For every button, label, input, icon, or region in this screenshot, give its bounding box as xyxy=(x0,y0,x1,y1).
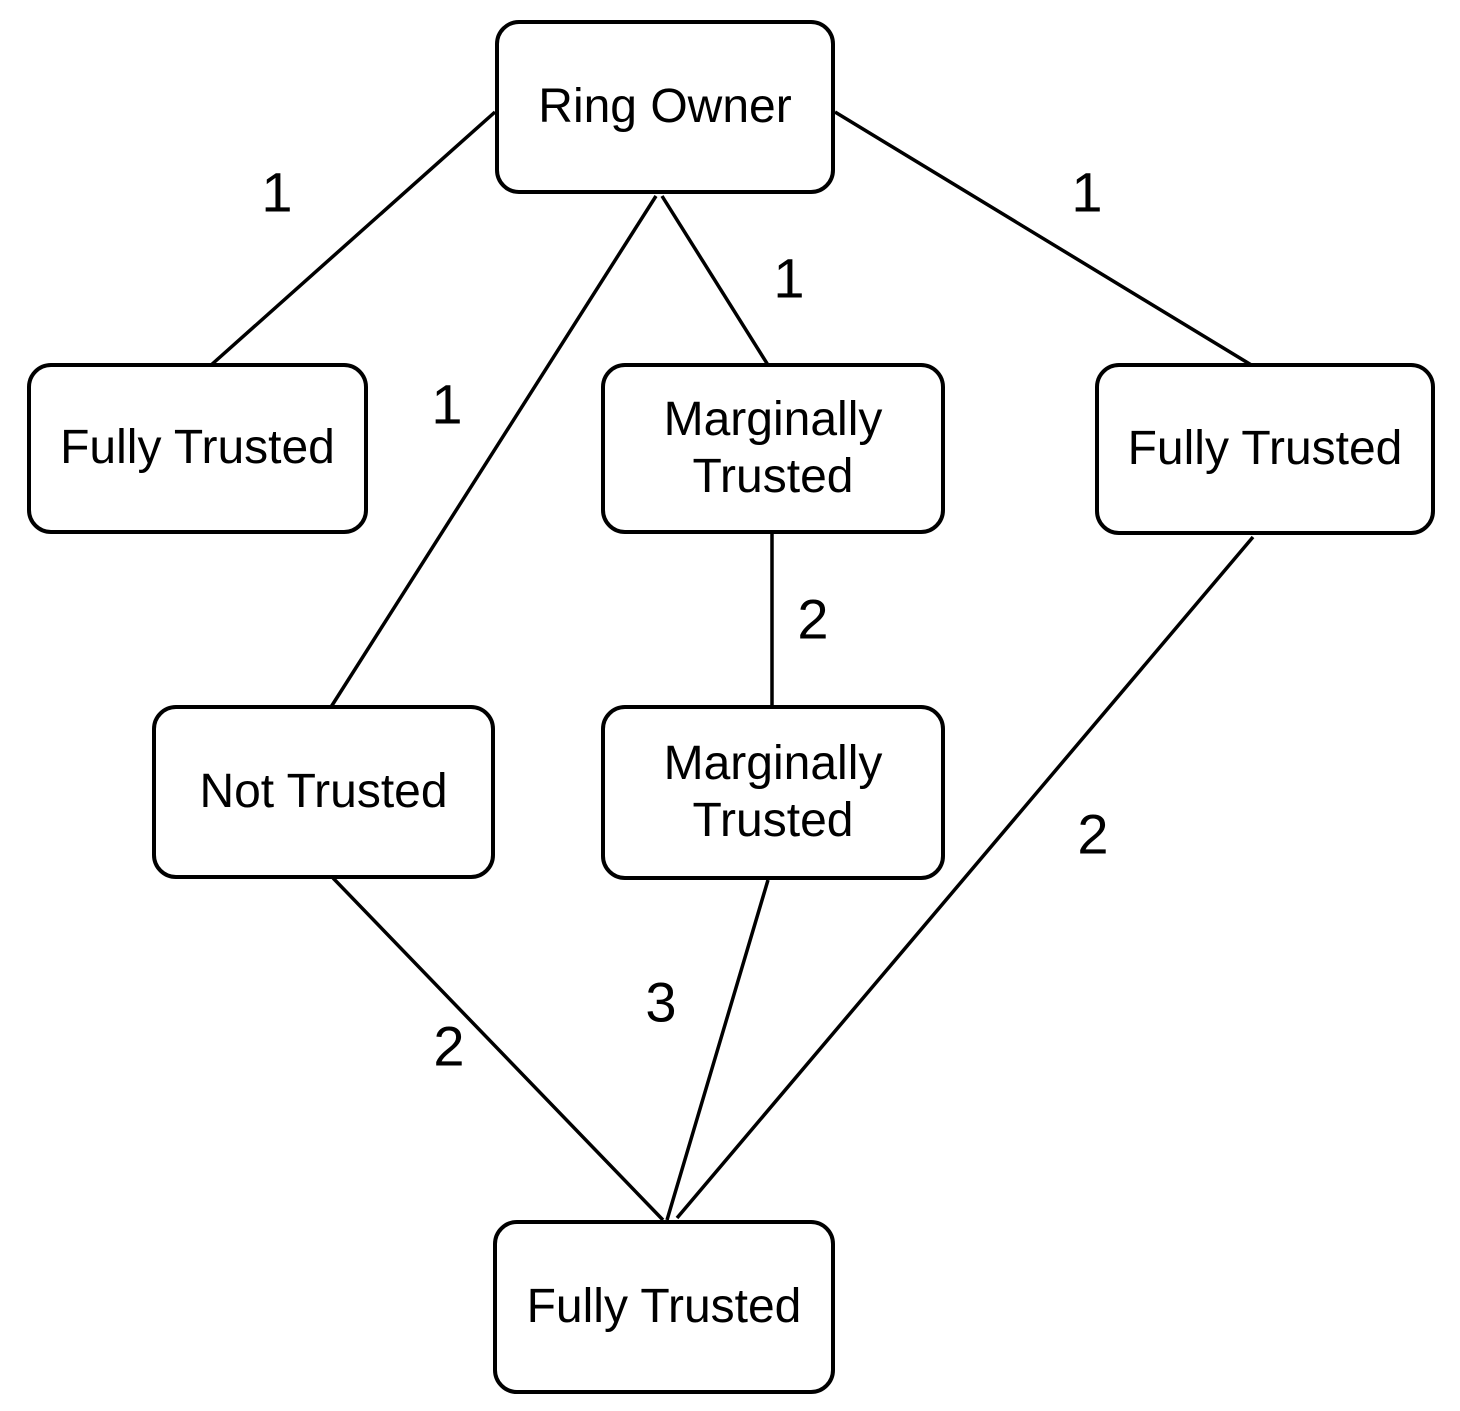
node-marginally-trusted-lower: Marginally Trusted xyxy=(601,705,945,880)
edge-weight-fully-right-fully-bottom: 2 xyxy=(1077,802,1109,866)
edge-weight-ring-owner-fully-left: 1 xyxy=(261,160,293,224)
edge-weight-not-trusted-fully-bottom: 2 xyxy=(433,1014,465,1078)
node-marginally-trusted-upper-label: Marginally Trusted xyxy=(663,392,883,503)
edge-weight-ring-owner-fully-right: 1 xyxy=(1071,160,1103,224)
edge-weight-marginally-marginally: 2 xyxy=(797,587,829,651)
node-fully-trusted-left-label: Fully Trusted xyxy=(60,421,335,475)
edge-ring-owner-to-not-trusted xyxy=(329,195,658,708)
edge-marginally-lower-to-fully-trusted-bottom xyxy=(665,879,770,1221)
node-fully-trusted-bottom: Fully Trusted xyxy=(493,1220,835,1394)
edge-ring-owner-to-fully-trusted-left xyxy=(208,110,497,368)
node-fully-trusted-right-label: Fully Trusted xyxy=(1127,421,1403,475)
node-marginally-trusted-upper: Marginally Trusted xyxy=(601,363,945,534)
edge-weight-ring-owner-not-trusted: 1 xyxy=(431,372,463,436)
edge-weight-ring-owner-marginally-upper: 1 xyxy=(773,246,805,310)
node-ring-owner: Ring Owner xyxy=(495,20,835,194)
edge-not-trusted-to-fully-trusted-bottom xyxy=(331,876,665,1222)
edge-ring-owner-to-fully-trusted-right xyxy=(834,110,1254,368)
node-ring-owner-label: Ring Owner xyxy=(538,79,792,133)
edge-ring-owner-to-marginally-trusted-upper xyxy=(660,195,770,366)
node-fully-trusted-bottom-label: Fully Trusted xyxy=(526,1279,802,1333)
edge-weight-marginally-fully-bottom: 3 xyxy=(645,970,677,1034)
node-not-trusted-label: Not Trusted xyxy=(199,764,448,818)
node-marginally-trusted-lower-label: Marginally Trusted xyxy=(663,736,883,847)
node-fully-trusted-right: Fully Trusted xyxy=(1095,363,1435,535)
node-fully-trusted-left: Fully Trusted xyxy=(27,363,368,534)
node-not-trusted: Not Trusted xyxy=(152,705,495,879)
edge-fully-trusted-right-to-fully-trusted-bottom xyxy=(675,535,1255,1220)
